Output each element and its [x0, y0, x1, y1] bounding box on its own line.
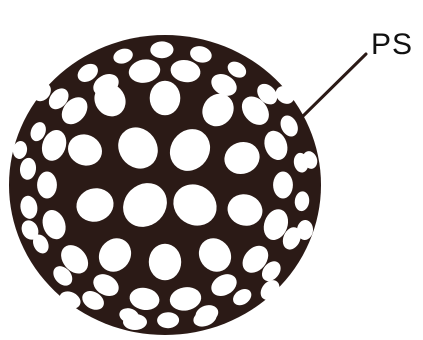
- cell: [150, 81, 181, 116]
- cell: [144, 10, 175, 35]
- cell: [273, 172, 293, 199]
- cell: [101, 17, 130, 42]
- ps-label: PS: [371, 30, 413, 60]
- label-leader-line: [300, 54, 366, 119]
- cell: [149, 244, 181, 281]
- cell: [190, 15, 219, 41]
- cell: [123, 314, 147, 330]
- cell: [37, 172, 57, 199]
- cluster: [9, 10, 321, 335]
